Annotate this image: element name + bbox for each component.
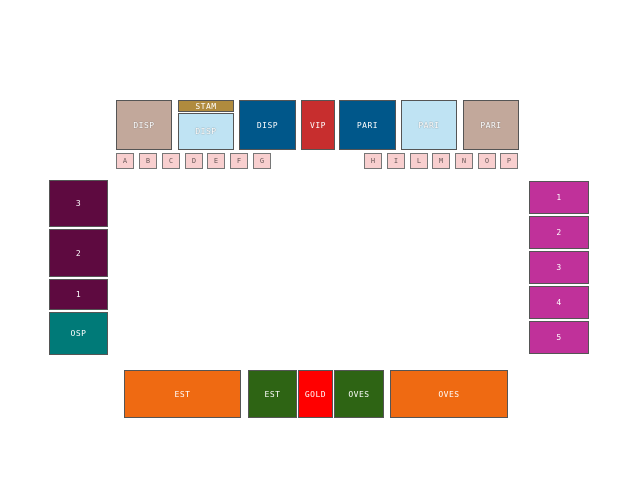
row-box[interactable]: N bbox=[455, 153, 473, 169]
section-label: 2 bbox=[556, 228, 562, 237]
section-est-orange[interactable]: EST bbox=[124, 370, 241, 418]
section-label: VIP bbox=[310, 120, 326, 130]
row-label: P bbox=[506, 157, 512, 165]
section-label: PARI bbox=[480, 120, 502, 130]
row-label: M bbox=[438, 157, 444, 165]
section-label: 3 bbox=[75, 199, 82, 208]
section-label: DISP bbox=[195, 127, 217, 136]
section-left-1[interactable]: 1 bbox=[49, 279, 108, 310]
section-vip[interactable]: VIP bbox=[301, 100, 335, 150]
row-box[interactable]: P bbox=[500, 153, 518, 169]
row-label: C bbox=[168, 157, 174, 165]
section-oves-orange[interactable]: OVES bbox=[390, 370, 508, 418]
row-label: F bbox=[236, 157, 242, 165]
row-box[interactable]: M bbox=[432, 153, 450, 169]
row-label: L bbox=[416, 157, 422, 165]
section-right-1[interactable]: 1 bbox=[529, 181, 589, 214]
row-box[interactable]: B bbox=[139, 153, 157, 169]
section-label: 5 bbox=[556, 333, 562, 342]
section-gold[interactable]: GOLD bbox=[298, 370, 333, 418]
section-right-3[interactable]: 3 bbox=[529, 251, 589, 284]
row-box[interactable]: G bbox=[253, 153, 271, 169]
section-disp-left[interactable]: DISP bbox=[116, 100, 172, 150]
section-osp[interactable]: OSP bbox=[49, 312, 108, 355]
section-stam[interactable]: STAM bbox=[178, 100, 234, 112]
section-label: 2 bbox=[75, 248, 82, 258]
row-label: B bbox=[145, 157, 151, 165]
section-label: OSP bbox=[70, 329, 87, 338]
row-box[interactable]: A bbox=[116, 153, 134, 169]
section-disp-blue[interactable]: DISP bbox=[239, 100, 296, 150]
section-pari-blue[interactable]: PARI bbox=[339, 100, 396, 150]
section-label: 4 bbox=[556, 298, 562, 307]
section-label: PARI bbox=[356, 120, 379, 130]
row-label: E bbox=[213, 157, 219, 165]
row-label: O bbox=[484, 157, 490, 165]
section-label: 1 bbox=[75, 290, 82, 299]
section-label: DISP bbox=[256, 120, 279, 130]
section-label: OVES bbox=[348, 389, 370, 399]
row-label: N bbox=[461, 157, 467, 165]
row-label: G bbox=[259, 157, 265, 165]
row-label: I bbox=[393, 157, 399, 165]
section-label: 3 bbox=[556, 263, 562, 272]
section-oves-green[interactable]: OVES bbox=[334, 370, 384, 418]
section-right-5[interactable]: 5 bbox=[529, 321, 589, 354]
section-pari-light[interactable]: PARI bbox=[401, 100, 457, 150]
row-box[interactable]: F bbox=[230, 153, 248, 169]
section-label: DISP bbox=[133, 120, 155, 130]
section-left-2[interactable]: 2 bbox=[49, 229, 108, 277]
row-label: A bbox=[122, 157, 128, 165]
row-box[interactable]: D bbox=[185, 153, 203, 169]
section-pari-right[interactable]: PARI bbox=[463, 100, 519, 150]
row-box[interactable]: O bbox=[478, 153, 496, 169]
section-label: PARI bbox=[418, 120, 440, 130]
row-label: D bbox=[191, 157, 197, 165]
section-label: STAM bbox=[195, 101, 217, 111]
section-label: EST bbox=[174, 389, 191, 399]
row-box[interactable]: H bbox=[364, 153, 382, 169]
section-label: OVES bbox=[438, 389, 460, 399]
section-label: EST bbox=[264, 389, 281, 399]
row-box[interactable]: L bbox=[410, 153, 428, 169]
section-disp-light[interactable]: DISP bbox=[178, 113, 234, 150]
section-est-green[interactable]: EST bbox=[248, 370, 297, 418]
row-label: H bbox=[370, 157, 376, 165]
section-right-4[interactable]: 4 bbox=[529, 286, 589, 319]
section-label: 1 bbox=[556, 193, 562, 202]
section-label: GOLD bbox=[304, 389, 327, 399]
row-box[interactable]: E bbox=[207, 153, 225, 169]
section-left-3[interactable]: 3 bbox=[49, 180, 108, 227]
section-right-2[interactable]: 2 bbox=[529, 216, 589, 249]
row-box[interactable]: I bbox=[387, 153, 405, 169]
row-box[interactable]: C bbox=[162, 153, 180, 169]
